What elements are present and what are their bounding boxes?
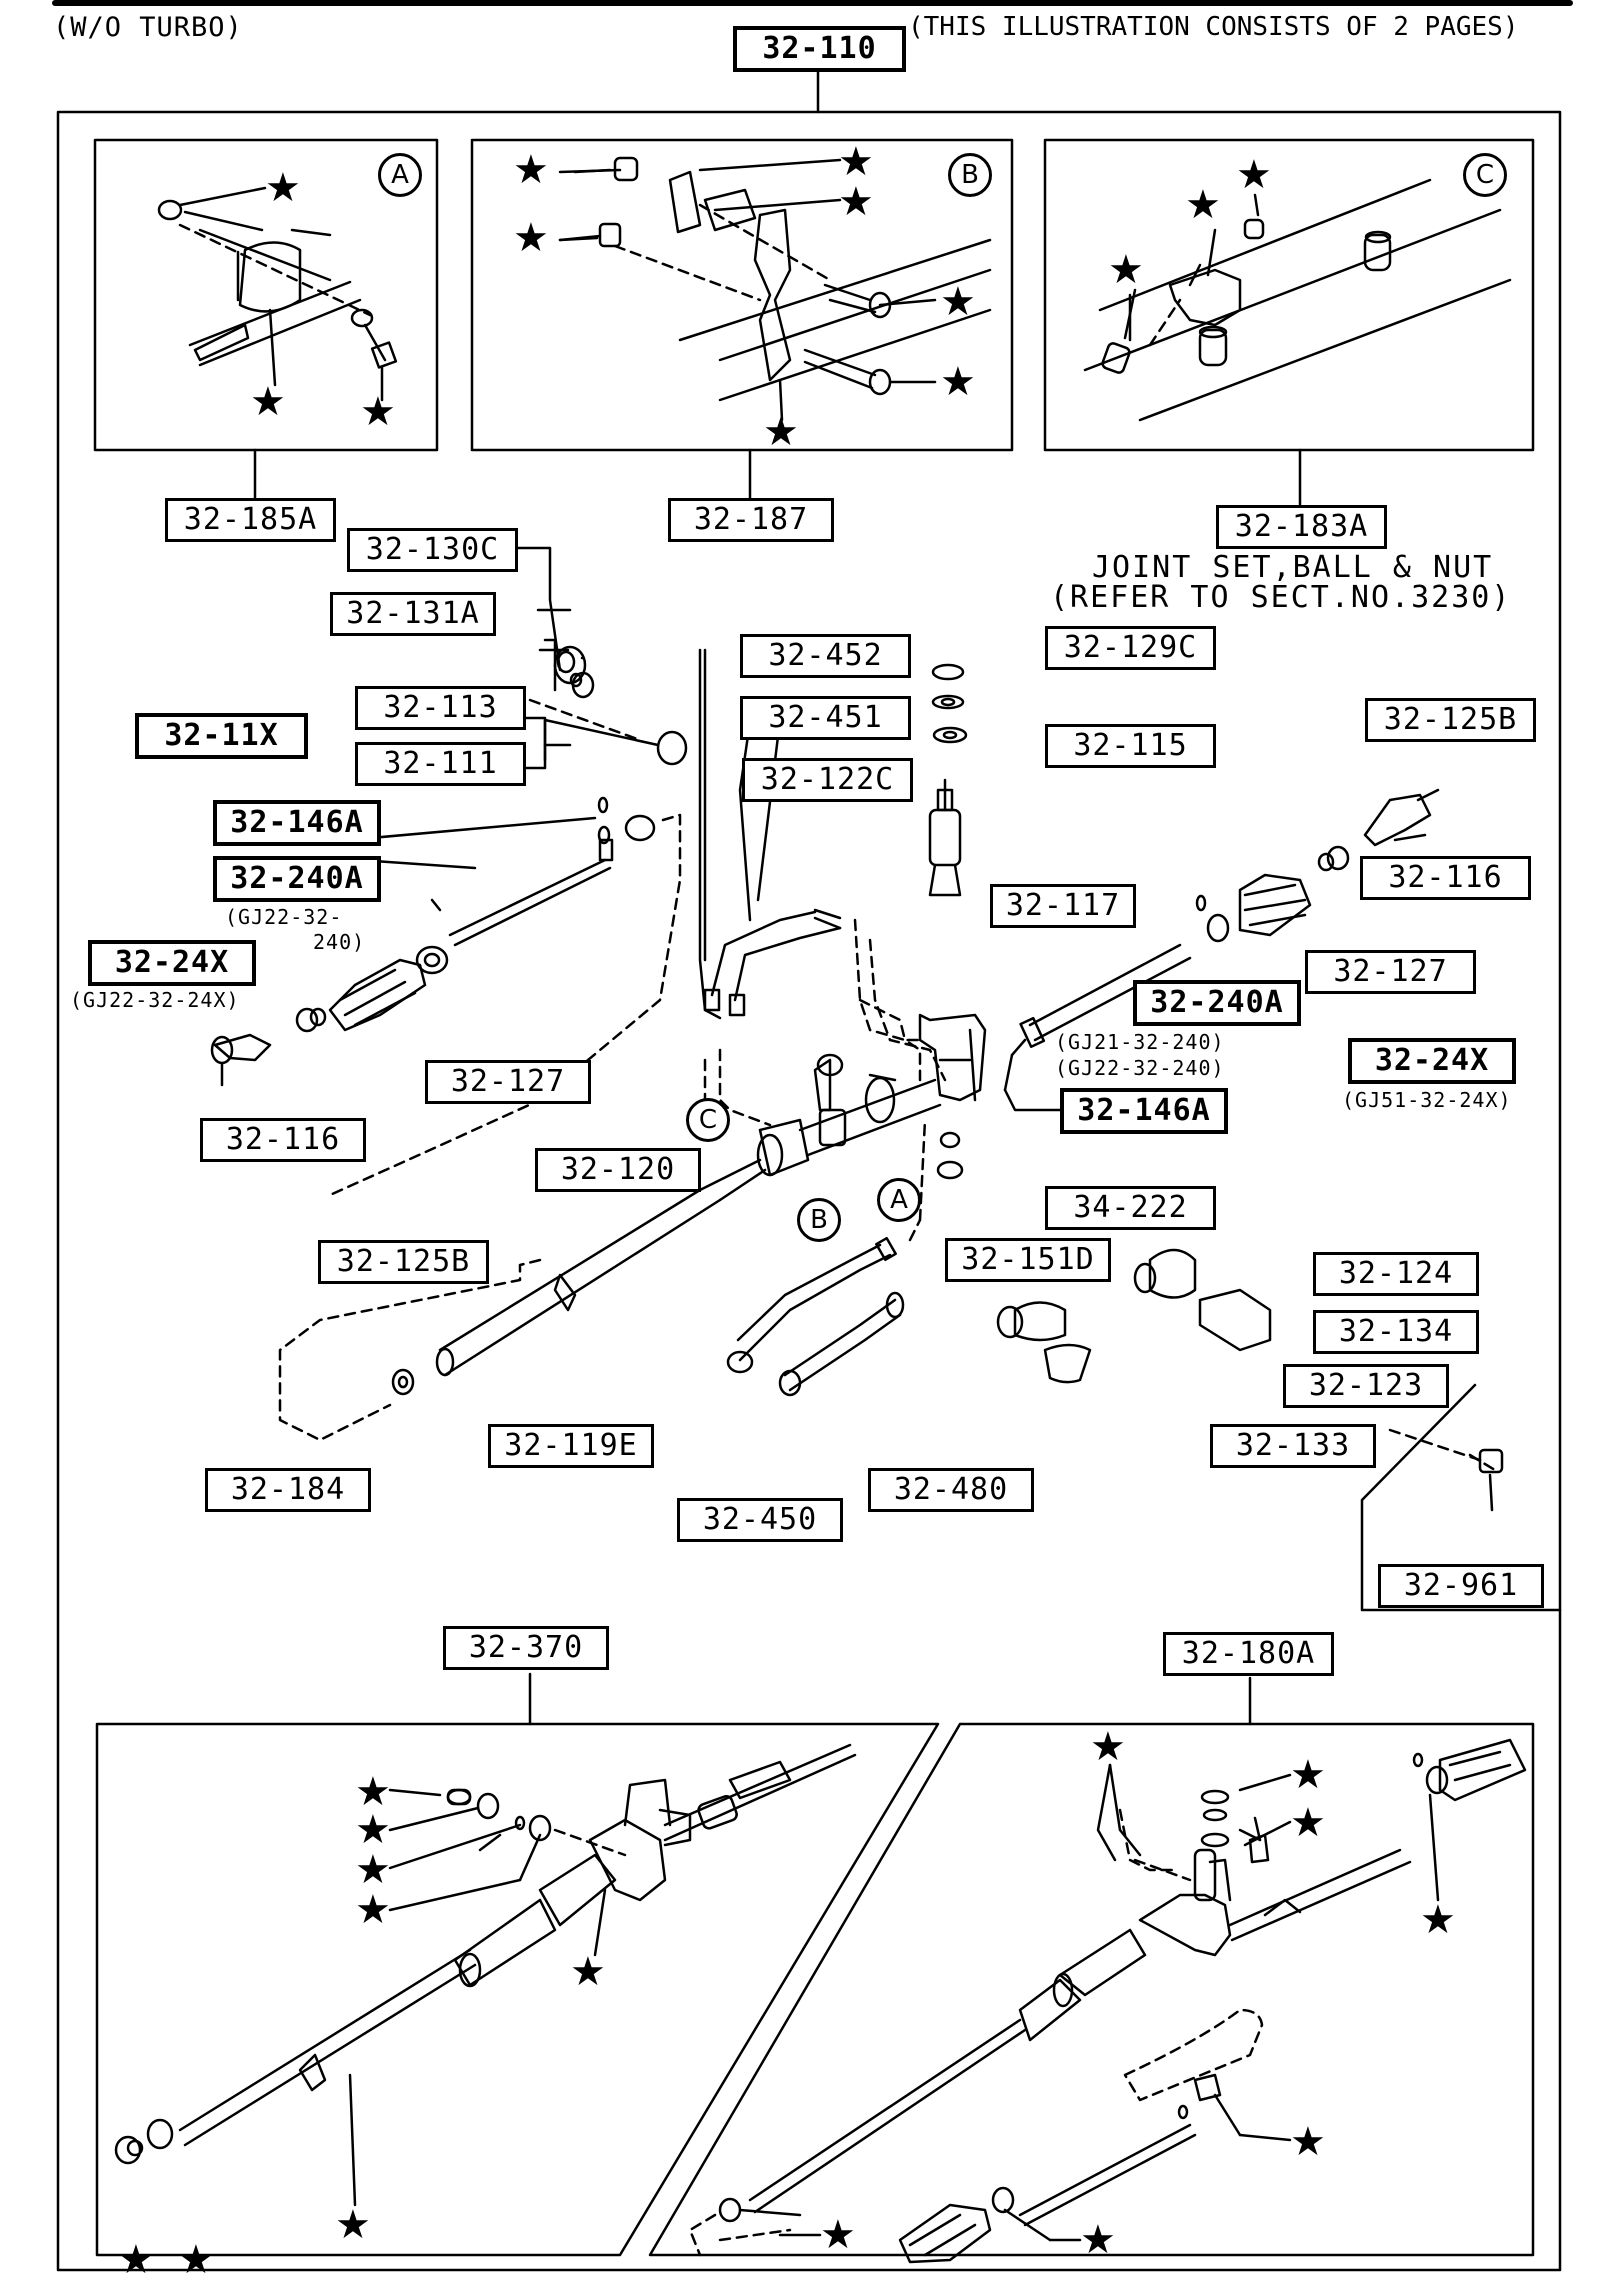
star-icon: ★ [1290,1800,1326,1846]
callout-32-24X-right: 32-24X [1348,1038,1516,1084]
callout-32-124: 32-124 [1313,1252,1479,1296]
star-icon: ★ [1236,152,1272,198]
callout-32-185A: 32-185A [165,498,336,542]
star-icon: ★ [513,215,549,261]
callout-32-183A: 32-183A [1216,505,1387,549]
callout-32-184: 32-184 [205,1468,371,1512]
joint-set-line1: JOINT SET,BALL & NUT [1092,550,1494,585]
note-gj22-32-240-left-line2: 240) [313,930,366,954]
callout-32-450: 32-450 [677,1498,843,1542]
callout-32-240A-right: 32-240A [1133,980,1301,1026]
callout-32-133: 32-133 [1210,1424,1376,1468]
callout-32-119E: 32-119E [488,1424,654,1468]
view-marker-b: B [797,1198,841,1242]
inset-b-marker: B [948,153,992,197]
inset-a-marker: A [378,153,422,197]
note-gj22-32-240-right: (GJ22-32-240) [1055,1056,1225,1080]
inset-c-marker: C [1463,153,1507,197]
star-icon: ★ [355,1807,391,1853]
star-icon: ★ [838,179,874,225]
callout-32-151D: 32-151D [945,1238,1111,1282]
callout-32-125B-left: 32-125B [318,1240,489,1284]
star-icon: ★ [940,359,976,405]
star-icon: ★ [1290,1752,1326,1798]
callout-34-222: 34-222 [1045,1186,1216,1230]
note-gj22-32-24x-left: (GJ22-32-24X) [70,988,240,1012]
note-gj51-32-24x: (GJ51-32-24X) [1342,1088,1512,1112]
callout-32-122C: 32-122C [742,758,913,802]
callout-32-127-left: 32-127 [425,1060,591,1104]
callout-32-146A-left: 32-146A [213,800,381,846]
callout-32-240A-left: 32-240A [213,856,381,902]
callout-32-127-right: 32-127 [1305,950,1476,994]
callout-32-131A: 32-131A [330,592,496,636]
callout-32-370: 32-370 [443,1626,609,1670]
star-icon: ★ [360,389,396,435]
star-icon: ★ [1090,1724,1126,1770]
callout-32-480: 32-480 [868,1468,1034,1512]
callout-32-111: 32-111 [355,742,526,786]
pages-note: (THIS ILLUSTRATION CONSISTS OF 2 PAGES) [908,12,1519,42]
view-marker-a: A [877,1178,921,1222]
main-part-ref: 32-110 [733,26,906,72]
callout-32-115: 32-115 [1045,724,1216,768]
callout-32-113: 32-113 [355,686,526,730]
star-icon: ★ [355,1769,391,1815]
star-icon: ★ [355,1887,391,1933]
star-icon: ★ [570,1949,606,1995]
callout-32-125B-right: 32-125B [1365,698,1536,742]
callout-32-451: 32-451 [740,696,911,740]
view-marker-c: C [686,1098,730,1142]
star-icon: ★ [763,409,799,455]
callout-32-117: 32-117 [990,884,1136,928]
note-gj21-32-240: (GJ21-32-240) [1055,1030,1225,1054]
star-icon: ★ [513,147,549,193]
callout-32-130C: 32-130C [347,528,518,572]
star-icon: ★ [265,165,301,211]
callout-32-11X: 32-11X [135,713,308,759]
star-icon: ★ [1080,2217,1116,2263]
callout-32-134: 32-134 [1313,1310,1479,1354]
callout-32-180A: 32-180A [1163,1632,1334,1676]
star-icon: ★ [250,379,286,425]
star-icon: ★ [1420,1897,1456,1943]
note-gj22-32-240-left-line1: (GJ22-32- [225,905,343,929]
callout-32-187: 32-187 [668,498,834,542]
star-icon: ★ [1290,2119,1326,2165]
callout-32-452: 32-452 [740,634,911,678]
callout-32-120: 32-120 [535,1148,701,1192]
star-icon: ★ [335,2202,371,2248]
variant-label: (W/O TURBO) [53,12,243,43]
star-icon: ★ [1108,247,1144,293]
callout-32-123: 32-123 [1283,1364,1449,1408]
star-icon: ★ [1185,182,1221,228]
star-icon: ★ [355,1847,391,1893]
callout-32-24X-left: 32-24X [88,940,256,986]
callout-32-129C: 32-129C [1045,626,1216,670]
star-icon: ★ [820,2212,856,2258]
joint-set-line2: (REFER TO SECT.NO.3230) [1050,580,1512,615]
star-icon: ★ [178,2237,214,2283]
star-icon: ★ [838,139,874,185]
star-icon: ★ [118,2237,154,2283]
callout-32-961: 32-961 [1378,1564,1544,1608]
callout-32-116-right: 32-116 [1360,856,1531,900]
callout-32-116-left: 32-116 [200,1118,366,1162]
callout-32-146A-right: 32-146A [1060,1088,1228,1134]
star-icon: ★ [940,279,976,325]
